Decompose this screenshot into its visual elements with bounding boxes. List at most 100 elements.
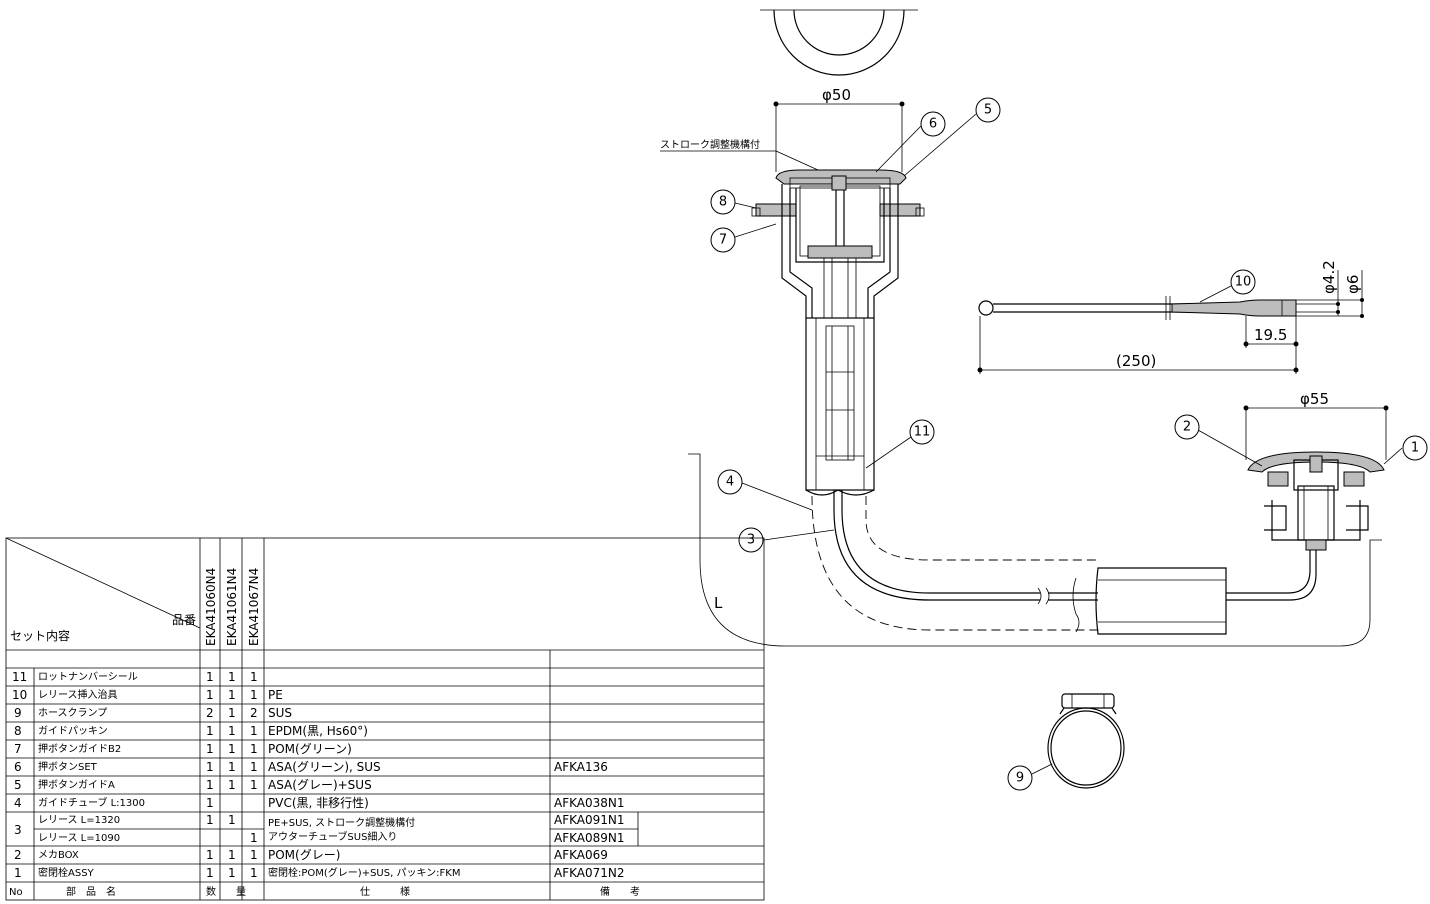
svg-text:6: 6 bbox=[929, 117, 937, 132]
svg-text:メカBOX: メカBOX bbox=[38, 849, 79, 861]
seal-plug-assembly: φ55 bbox=[1243, 390, 1389, 551]
table-row: 6 押ボタンSET 1 1 1 ASA(グリーン), SUS AFKA136 bbox=[14, 760, 608, 774]
svg-text:1: 1 bbox=[228, 848, 236, 862]
svg-text:2: 2 bbox=[206, 706, 214, 720]
hose-clamp bbox=[1047, 693, 1125, 789]
svg-text:10: 10 bbox=[1235, 275, 1252, 290]
svg-text:ガイドチューブ L:1300: ガイドチューブ L:1300 bbox=[38, 796, 145, 809]
svg-text:1: 1 bbox=[228, 670, 236, 684]
svg-text:1: 1 bbox=[206, 760, 214, 774]
svg-text:1: 1 bbox=[250, 778, 258, 792]
push-button-assembly bbox=[751, 169, 925, 496]
svg-text:1: 1 bbox=[228, 724, 236, 738]
svg-text:11: 11 bbox=[12, 670, 27, 684]
table-row: 2 メカBOX 1 1 1 POM(グレー) AFKA069 bbox=[14, 848, 608, 862]
svg-text:6: 6 bbox=[14, 760, 22, 774]
dim-phi6-label: φ6 bbox=[1344, 275, 1362, 294]
table-row: 1 密閉栓ASSY 1 1 1 密閉栓:POM(グレー)+SUS, パッキン:F… bbox=[14, 866, 625, 880]
svg-text:1: 1 bbox=[250, 724, 258, 738]
svg-text:1: 1 bbox=[228, 706, 236, 720]
svg-text:3: 3 bbox=[747, 533, 755, 548]
table-row-lines bbox=[6, 667, 764, 883]
dim-phi42-label: φ4.2 bbox=[1320, 260, 1338, 294]
svg-text:密閉栓ASSY: 密閉栓ASSY bbox=[38, 866, 95, 879]
dim-phi50-label: φ50 bbox=[822, 86, 851, 104]
header-part-number: 品番 bbox=[172, 613, 196, 627]
svg-text:1: 1 bbox=[250, 760, 258, 774]
svg-text:1: 1 bbox=[228, 760, 236, 774]
note-stroke-adjust: ストローク調整機構付 bbox=[660, 138, 760, 151]
length-L-outline: L bbox=[688, 453, 1382, 647]
svg-text:1: 1 bbox=[250, 670, 258, 684]
svg-text:アウターチューブSUS細入り: アウターチューブSUS細入り bbox=[268, 830, 397, 843]
footer-spec: 仕 様 bbox=[360, 885, 410, 898]
svg-text:1: 1 bbox=[206, 813, 214, 827]
svg-text:1: 1 bbox=[206, 866, 214, 880]
svg-text:AFKA069: AFKA069 bbox=[554, 848, 608, 862]
svg-text:1: 1 bbox=[228, 866, 236, 880]
model-2: EKA41061N4 bbox=[225, 568, 239, 646]
svg-text:PVC(黒, 非移行性): PVC(黒, 非移行性) bbox=[268, 796, 369, 810]
svg-text:1: 1 bbox=[250, 688, 258, 702]
svg-text:レリース挿入治具: レリース挿入治具 bbox=[38, 688, 118, 701]
dim-phi50: φ50 bbox=[773, 86, 905, 172]
table-row: レリース L=1090 1 アウターチューブSUS細入り AFKA089N1 bbox=[38, 830, 625, 845]
svg-text:EPDM(黒, Hs60°): EPDM(黒, Hs60°) bbox=[268, 724, 368, 738]
svg-text:1: 1 bbox=[250, 848, 258, 862]
parts-table: セット内容 品番 EKA41060N4 EKA41061N4 EKA41067N… bbox=[5, 537, 765, 901]
svg-text:PE: PE bbox=[268, 688, 283, 702]
svg-text:9: 9 bbox=[1016, 771, 1024, 786]
svg-text:7: 7 bbox=[14, 742, 22, 756]
svg-text:密閉栓:POM(グレー)+SUS, パッキン:FKM: 密閉栓:POM(グレー)+SUS, パッキン:FKM bbox=[268, 866, 460, 879]
svg-text:1: 1 bbox=[250, 742, 258, 756]
svg-text:11: 11 bbox=[914, 425, 931, 440]
part-balloons: 1 2 3 4 5 6 7 8 9 10 11 bbox=[710, 97, 1428, 791]
footer-name: 部 品 名 bbox=[66, 885, 116, 898]
svg-text:4: 4 bbox=[726, 475, 734, 490]
button-top-view bbox=[760, 9, 918, 76]
svg-text:1: 1 bbox=[228, 778, 236, 792]
svg-text:1: 1 bbox=[206, 796, 214, 810]
release-insertion-jig: φ4.2 φ6 19.5 (250) bbox=[977, 260, 1364, 374]
table-row: 3 レリース L=1320 1 1 PE+SUS, ストローク調整機構付 AFK… bbox=[14, 813, 625, 837]
footer-qty: 数 量 bbox=[206, 885, 246, 898]
dim-L-label: L bbox=[714, 594, 723, 612]
svg-text:4: 4 bbox=[14, 796, 22, 810]
table-row: 7 押ボタンガイドB2 1 1 1 POM(グリーン) bbox=[14, 742, 352, 756]
svg-text:レリース L=1090: レリース L=1090 bbox=[38, 833, 120, 844]
svg-text:ASA(グリーン), SUS: ASA(グリーン), SUS bbox=[268, 760, 381, 774]
svg-text:9: 9 bbox=[14, 706, 22, 720]
model-3: EKA41067N4 bbox=[247, 568, 261, 646]
svg-text:1: 1 bbox=[14, 866, 22, 880]
table-row: 5 押ボタンガイドA 1 1 1 ASA(グレー)+SUS bbox=[14, 778, 372, 792]
svg-text:10: 10 bbox=[12, 688, 27, 702]
svg-text:1: 1 bbox=[1411, 441, 1419, 456]
svg-text:1: 1 bbox=[250, 831, 258, 845]
svg-text:POM(グレー): POM(グレー) bbox=[268, 848, 340, 862]
svg-text:8: 8 bbox=[14, 724, 22, 738]
svg-text:1: 1 bbox=[206, 670, 214, 684]
footer-no: No bbox=[9, 887, 23, 898]
svg-text:1: 1 bbox=[206, 778, 214, 792]
svg-text:ホースクランプ: ホースクランプ bbox=[38, 707, 107, 719]
svg-text:2: 2 bbox=[250, 706, 258, 720]
svg-text:レリース L=1320: レリース L=1320 bbox=[38, 815, 120, 826]
svg-text:7: 7 bbox=[719, 233, 727, 248]
svg-text:1: 1 bbox=[250, 866, 258, 880]
svg-text:2: 2 bbox=[14, 848, 22, 862]
svg-text:1: 1 bbox=[228, 742, 236, 756]
svg-text:ガイドパッキン: ガイドパッキン bbox=[38, 725, 108, 737]
svg-text:2: 2 bbox=[1183, 420, 1191, 435]
svg-text:5: 5 bbox=[14, 778, 22, 792]
svg-text:POM(グリーン): POM(グリーン) bbox=[268, 742, 352, 756]
table-row: 9 ホースクランプ 2 1 2 SUS bbox=[14, 706, 292, 720]
svg-text:1: 1 bbox=[228, 688, 236, 702]
table-row: 11 ロットナンバーシール 1 1 1 bbox=[12, 670, 258, 684]
svg-text:押ボタンSET: 押ボタンSET bbox=[38, 760, 98, 773]
svg-text:1: 1 bbox=[206, 742, 214, 756]
svg-text:押ボタンガイドA: 押ボタンガイドA bbox=[38, 778, 115, 791]
dim-19-5-label: 19.5 bbox=[1254, 326, 1287, 344]
svg-text:AFKA038N1: AFKA038N1 bbox=[554, 796, 625, 810]
svg-text:押ボタンガイドB2: 押ボタンガイドB2 bbox=[38, 742, 121, 755]
